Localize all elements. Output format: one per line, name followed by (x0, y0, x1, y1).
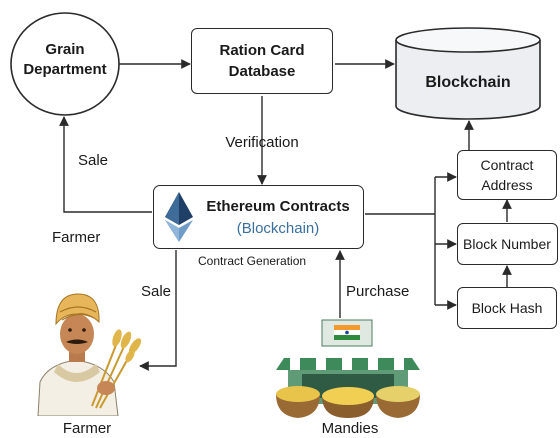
contract-address-box (457, 150, 557, 200)
mandies-stall-illustration (276, 319, 420, 418)
mandies-caption: Mandies (321, 420, 379, 437)
contract-generation-label: Contract Generation (198, 254, 307, 268)
contract-line-1: Contract (480, 157, 534, 173)
farmer-caption: Farmer (62, 420, 112, 437)
contract-line-2: Address (481, 177, 533, 193)
farmer-mid-label: Farmer (52, 229, 101, 246)
edge-sale-to-farmer (139, 250, 177, 371)
ration-card-database-label: Ration Card Database (191, 40, 333, 82)
block-number-label: Block Number (463, 236, 551, 252)
ration-card-database-box (191, 28, 333, 94)
ration-line-2: Database (228, 63, 296, 80)
sale-bottom-label: Sale (141, 283, 172, 300)
purchase-label: Purchase (346, 283, 410, 300)
contract-address-label: Contract Address (457, 155, 557, 195)
grain-department-label: Grain Department (18, 40, 112, 80)
block-number-box (457, 223, 558, 265)
edge-sale-to-grain (59, 116, 152, 213)
blockchain-label: Blockchain (425, 74, 511, 91)
ethereum-contracts-subtitle: (Blockchain) (236, 220, 320, 237)
ethereum-logo-icon (165, 192, 193, 242)
farmer-illustration (37, 293, 142, 416)
block-hash-box (457, 287, 557, 329)
block-hash-label: Block Hash (471, 300, 543, 316)
grain-line-2: Department (23, 61, 107, 78)
sale-top-label: Sale (78, 152, 109, 169)
grain-department-circle (10, 12, 120, 116)
ethereum-contracts-title: Ethereum Contracts (206, 198, 350, 215)
grain-line-1: Grain (45, 41, 85, 58)
blockchain-cylinder (395, 27, 541, 120)
ration-line-1: Ration Card (219, 42, 305, 59)
verification-label: Verification (225, 134, 299, 151)
